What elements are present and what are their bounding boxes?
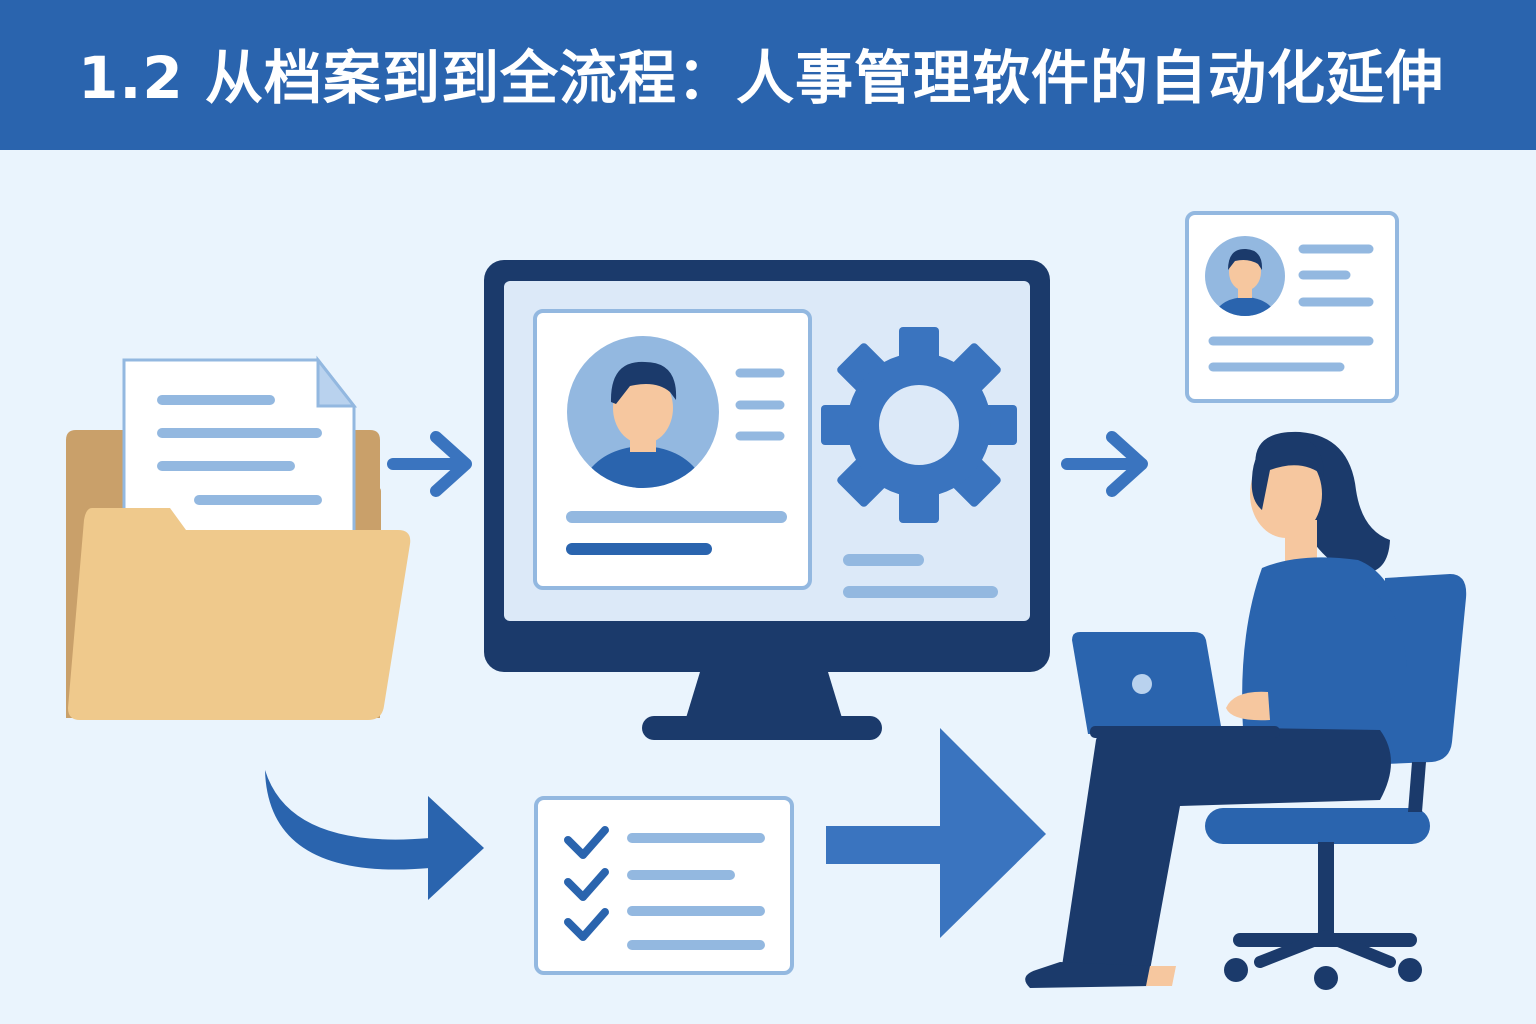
curved-arrow-icon [265, 770, 484, 900]
document-icon [122, 355, 358, 542]
person-at-laptop-illustration [1025, 431, 1467, 990]
page-title: 1.2 从档案到到全流程：人事管理软件的自动化延伸 [78, 44, 1444, 112]
folder-front [68, 508, 411, 720]
big-arrow-icon [826, 728, 1046, 938]
gear-icon [821, 327, 1017, 598]
profile-card-icon [533, 309, 812, 590]
checklist-icon [534, 796, 794, 975]
arrow-right-icon [387, 431, 472, 497]
arrow-right-icon [1061, 431, 1148, 497]
profile-card-icon [1185, 211, 1399, 403]
title-banner: 1.2 从档案到到全流程：人事管理软件的自动化延伸 [0, 0, 1536, 150]
